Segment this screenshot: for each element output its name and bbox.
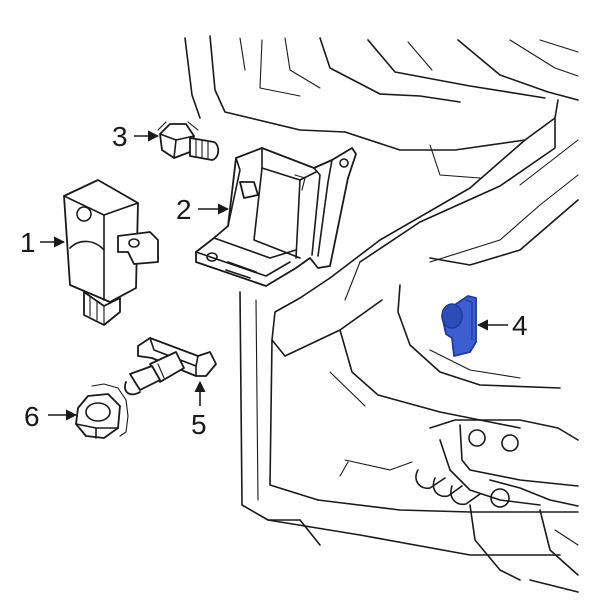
callout-3: 3 [112, 121, 128, 152]
callout-1: 1 [20, 227, 36, 258]
callout-4: 4 [512, 310, 528, 341]
part-5-sensor [124, 337, 217, 396]
callout-2: 2 [176, 194, 192, 225]
callout-labels: 1 2 3 4 5 6 [20, 121, 528, 440]
callout-6: 6 [24, 401, 40, 432]
part-3-bolt [157, 121, 220, 161]
callout-arrows [40, 130, 508, 421]
part-4-clip [441, 295, 477, 357]
vehicle-body-structure [184, 35, 579, 593]
part-6-nut [75, 383, 129, 439]
part-2-bracket [195, 147, 357, 287]
callout-5: 5 [191, 409, 207, 440]
part-1-module [63, 179, 159, 326]
